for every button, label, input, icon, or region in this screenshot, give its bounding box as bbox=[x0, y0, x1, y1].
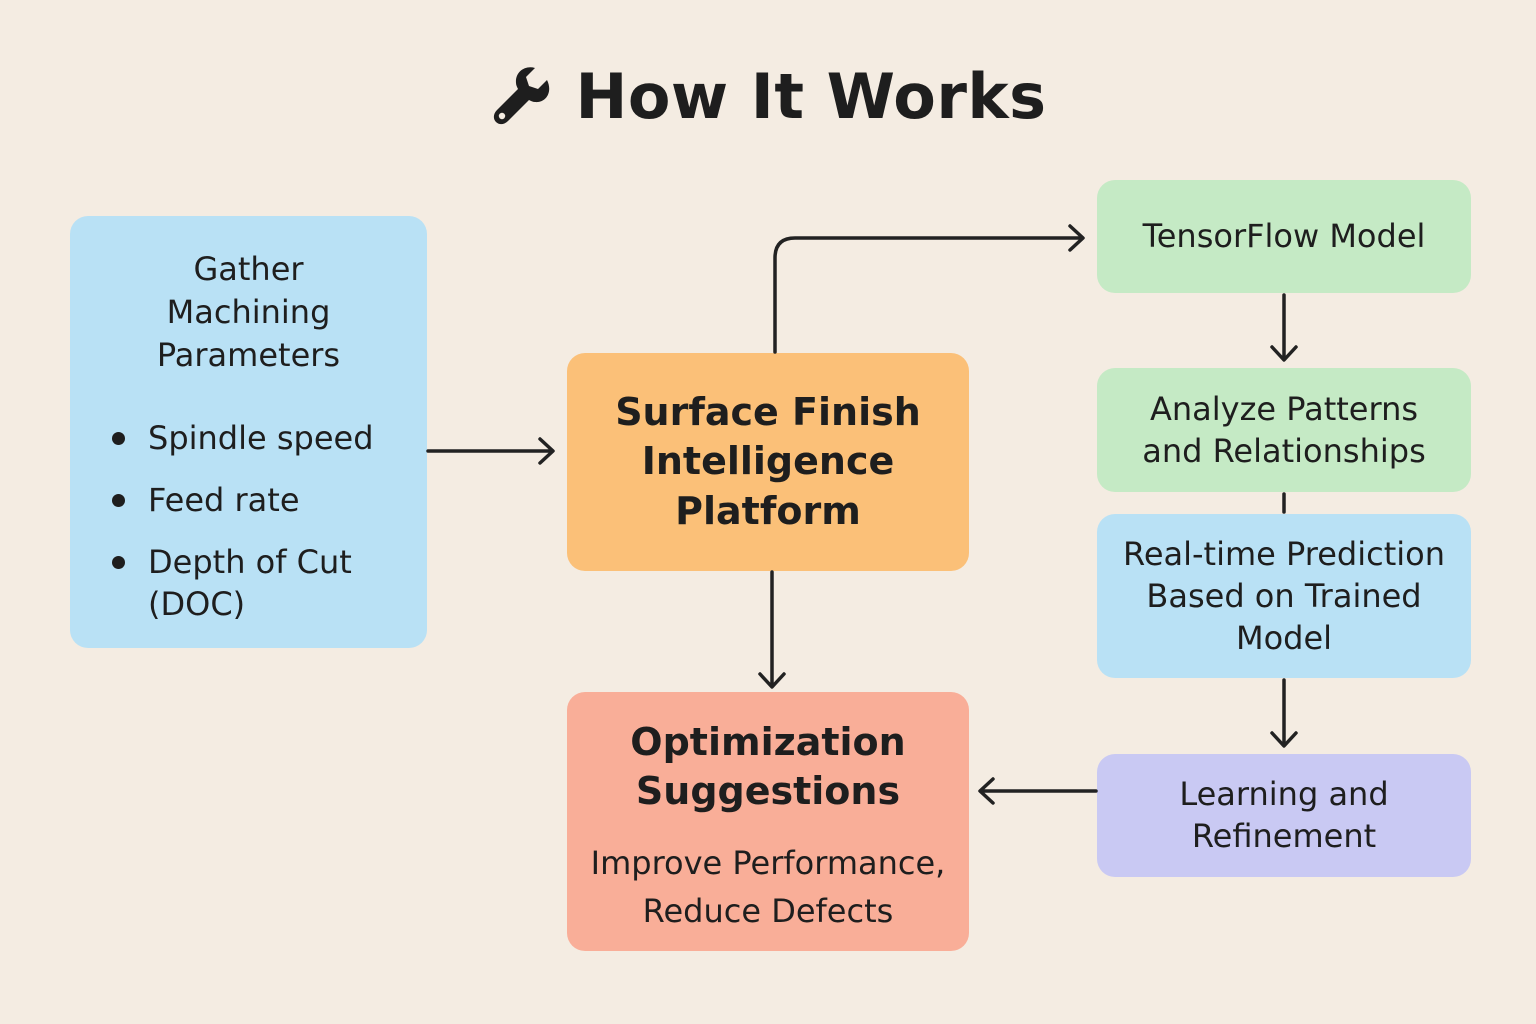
learning-refinement-label: Learning and Refinement bbox=[1179, 774, 1389, 855]
arrow-platform-to-optimization bbox=[758, 570, 786, 689]
optimization-sublabel: Improve Performance, Reduce Defects bbox=[590, 843, 946, 930]
platform-box: Surface Finish Intelligence Platform bbox=[567, 353, 969, 571]
analyze-patterns-label: Analyze Patterns and Relationships bbox=[1142, 389, 1426, 470]
optimization-label: Optimization Suggestions bbox=[630, 720, 906, 814]
arrow-realtime-to-learning bbox=[1270, 678, 1298, 748]
gather-parameters-label: Gather Machining Parameters bbox=[156, 250, 341, 374]
optimization-box: Optimization Suggestions Improve Perform… bbox=[567, 692, 969, 951]
parameter-item: Depth of Cut (DOC) bbox=[70, 541, 427, 625]
analyze-patterns-box: Analyze Patterns and Relationships bbox=[1097, 368, 1471, 492]
learning-refinement-box: Learning and Refinement bbox=[1097, 754, 1471, 877]
arrow-learning-to-optimization bbox=[978, 777, 1098, 805]
arrow-tensorflow-to-analyze bbox=[1270, 293, 1298, 362]
wrench-icon bbox=[494, 67, 550, 125]
platform-label: Surface Finish Intelligence Platform bbox=[615, 389, 921, 533]
arrow-platform-to-tensorflow bbox=[773, 224, 1085, 354]
realtime-prediction-box: Real-time Prediction Based on Trained Mo… bbox=[1097, 514, 1471, 678]
gather-parameters-box: Gather Machining Parameters Spindle spee… bbox=[70, 216, 427, 648]
diagram-title: How It Works bbox=[0, 56, 1536, 136]
tensorflow-model-box: TensorFlow Model bbox=[1097, 180, 1471, 293]
tensorflow-model-label: TensorFlow Model bbox=[1142, 216, 1426, 255]
realtime-prediction-label: Real-time Prediction Based on Trained Mo… bbox=[1123, 534, 1445, 658]
arrow-gather-to-platform bbox=[426, 437, 555, 465]
parameter-list: Spindle speed Feed rate Depth of Cut (DO… bbox=[70, 417, 427, 645]
parameter-item: Feed rate bbox=[70, 479, 427, 521]
title-text: How It Works bbox=[575, 59, 1047, 133]
parameter-item: Spindle speed bbox=[70, 417, 427, 459]
